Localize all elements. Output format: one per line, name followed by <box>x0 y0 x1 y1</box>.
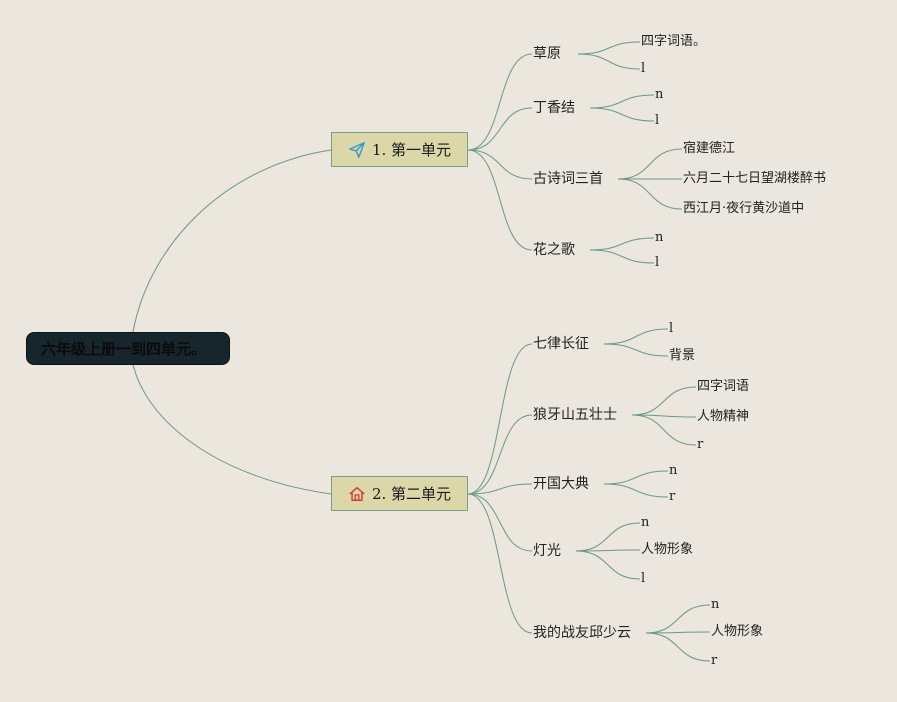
leaf-node[interactable]: n <box>655 230 664 245</box>
leaf-node[interactable]: n <box>711 597 720 612</box>
lesson-to-leaf-link <box>603 483 669 498</box>
lesson-node[interactable]: 我的战友邱少云 <box>533 625 631 641</box>
lesson-node[interactable]: 开国大典 <box>533 476 589 492</box>
unit-label: 2. 第二单元 <box>371 485 452 503</box>
unit-to-lesson-link <box>467 53 533 151</box>
leaf-node[interactable]: 人物精神 <box>697 409 750 424</box>
lesson-to-leaf-link <box>577 53 641 70</box>
leaf-node[interactable]: l <box>655 113 660 128</box>
unit-to-lesson-link <box>467 414 533 495</box>
unit-label: 1. 第一单元 <box>371 141 452 159</box>
lesson-node[interactable]: 狼牙山五壮士 <box>533 407 617 423</box>
lesson-to-leaf-link <box>603 328 669 345</box>
lesson-to-leaf-link <box>589 107 655 122</box>
leaf-node[interactable]: n <box>641 515 650 530</box>
unit-to-lesson-link <box>467 493 533 634</box>
leaf-node[interactable]: r <box>711 653 718 668</box>
leaf-node[interactable]: 西江月·夜行黄沙道中 <box>683 201 805 216</box>
lesson-to-leaf-link <box>589 249 655 264</box>
lesson-node[interactable]: 花之歌 <box>533 242 575 258</box>
lesson-to-leaf-link <box>603 470 669 485</box>
paper-plane-icon <box>348 141 366 159</box>
lesson-node[interactable]: 七律长征 <box>533 336 589 352</box>
leaf-node[interactable]: r <box>697 437 704 452</box>
leaf-node[interactable]: 人物形象 <box>641 542 694 557</box>
leaf-node[interactable]: r <box>669 489 676 504</box>
unit-node-1[interactable]: 1. 第一单元 <box>331 132 468 167</box>
unit-to-lesson-link <box>467 343 533 495</box>
root-to-unit-link <box>132 149 332 333</box>
lesson-to-leaf-link <box>631 414 697 446</box>
unit-to-lesson-link <box>467 149 533 180</box>
lesson-to-leaf-link <box>589 94 655 109</box>
lesson-to-leaf-link <box>645 632 711 662</box>
unit-to-lesson-link <box>467 493 533 552</box>
lesson-to-leaf-link <box>575 522 641 552</box>
unit-to-lesson-link <box>467 483 533 495</box>
leaf-node[interactable]: n <box>669 463 678 478</box>
lesson-to-leaf-link <box>589 237 655 251</box>
lesson-to-leaf-link <box>645 604 711 634</box>
leaf-node[interactable]: 四字词语。 <box>641 34 707 49</box>
lesson-to-leaf-link <box>577 41 641 55</box>
leaf-node[interactable]: l <box>641 571 646 586</box>
lesson-to-leaf-link <box>617 148 683 180</box>
unit-node-2[interactable]: 2. 第二单元 <box>331 476 468 511</box>
lesson-to-leaf-link <box>631 386 697 416</box>
lesson-to-leaf-link <box>645 631 711 634</box>
lesson-to-leaf-link <box>631 414 697 418</box>
lesson-node[interactable]: 丁香结 <box>533 100 575 116</box>
lesson-to-leaf-link <box>603 343 669 357</box>
leaf-node[interactable]: n <box>655 87 664 102</box>
leaf-node[interactable]: 人物形象 <box>711 624 764 639</box>
root-node[interactable]: 六年级上册一到四单元。 <box>26 332 230 365</box>
lesson-node[interactable]: 灯光 <box>533 543 561 559</box>
root-to-unit-link <box>132 364 332 495</box>
lesson-to-leaf-link <box>617 178 683 210</box>
leaf-node[interactable]: l <box>641 61 646 76</box>
lesson-to-leaf-link <box>575 549 641 552</box>
leaf-node[interactable]: 六月二十七日望湖楼醉书 <box>683 171 827 186</box>
unit-to-lesson-link <box>467 107 533 151</box>
root-label: 六年级上册一到四单元。 <box>41 340 207 358</box>
lesson-node[interactable]: 古诗词三首 <box>533 171 603 187</box>
lesson-node[interactable]: 草原 <box>533 46 561 62</box>
leaf-node[interactable]: 背景 <box>669 348 696 363</box>
unit-to-lesson-link <box>467 149 533 251</box>
lesson-to-leaf-link <box>575 550 641 580</box>
leaf-node[interactable]: l <box>655 255 660 270</box>
leaf-node[interactable]: 四字词语 <box>697 379 750 394</box>
leaf-node[interactable]: l <box>669 321 674 336</box>
house-icon <box>348 485 366 503</box>
leaf-node[interactable]: 宿建德江 <box>683 141 736 156</box>
